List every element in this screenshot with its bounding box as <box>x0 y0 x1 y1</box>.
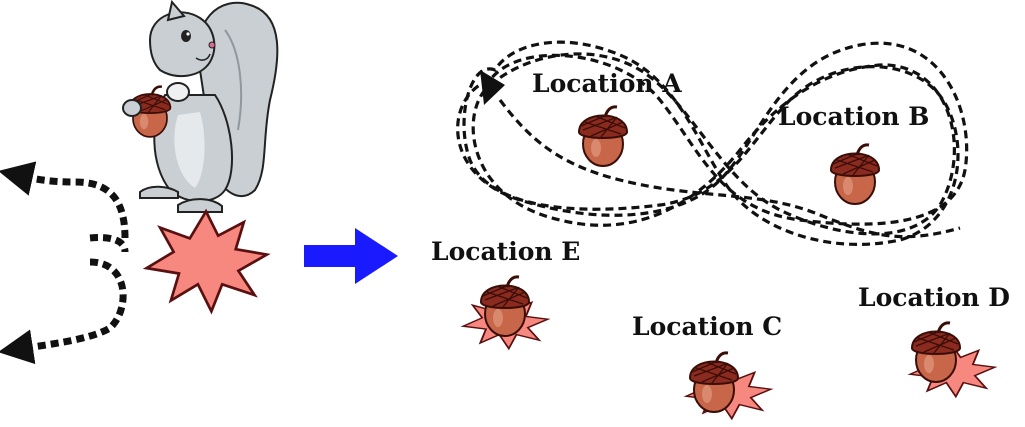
right-arrow-icon <box>304 228 398 284</box>
acorn-location-c <box>688 351 740 414</box>
location-b-label: Location B <box>778 102 929 131</box>
acorn-location-d <box>910 321 962 384</box>
starburst-icon <box>145 210 269 313</box>
location-d-label: Location D <box>858 283 1010 312</box>
path-arrowhead-icon <box>480 70 505 105</box>
foraging-paths <box>456 40 969 246</box>
acorn-location-a <box>577 105 629 168</box>
squirrel-illustration <box>122 0 279 213</box>
acorn-location-b <box>829 143 881 206</box>
location-a-label: Location A <box>532 69 682 98</box>
location-e-label: Location E <box>431 237 580 266</box>
location-c-label: Location C <box>632 312 782 341</box>
acorn-location-e <box>479 275 531 338</box>
left-dotted-arrows <box>0 161 129 365</box>
